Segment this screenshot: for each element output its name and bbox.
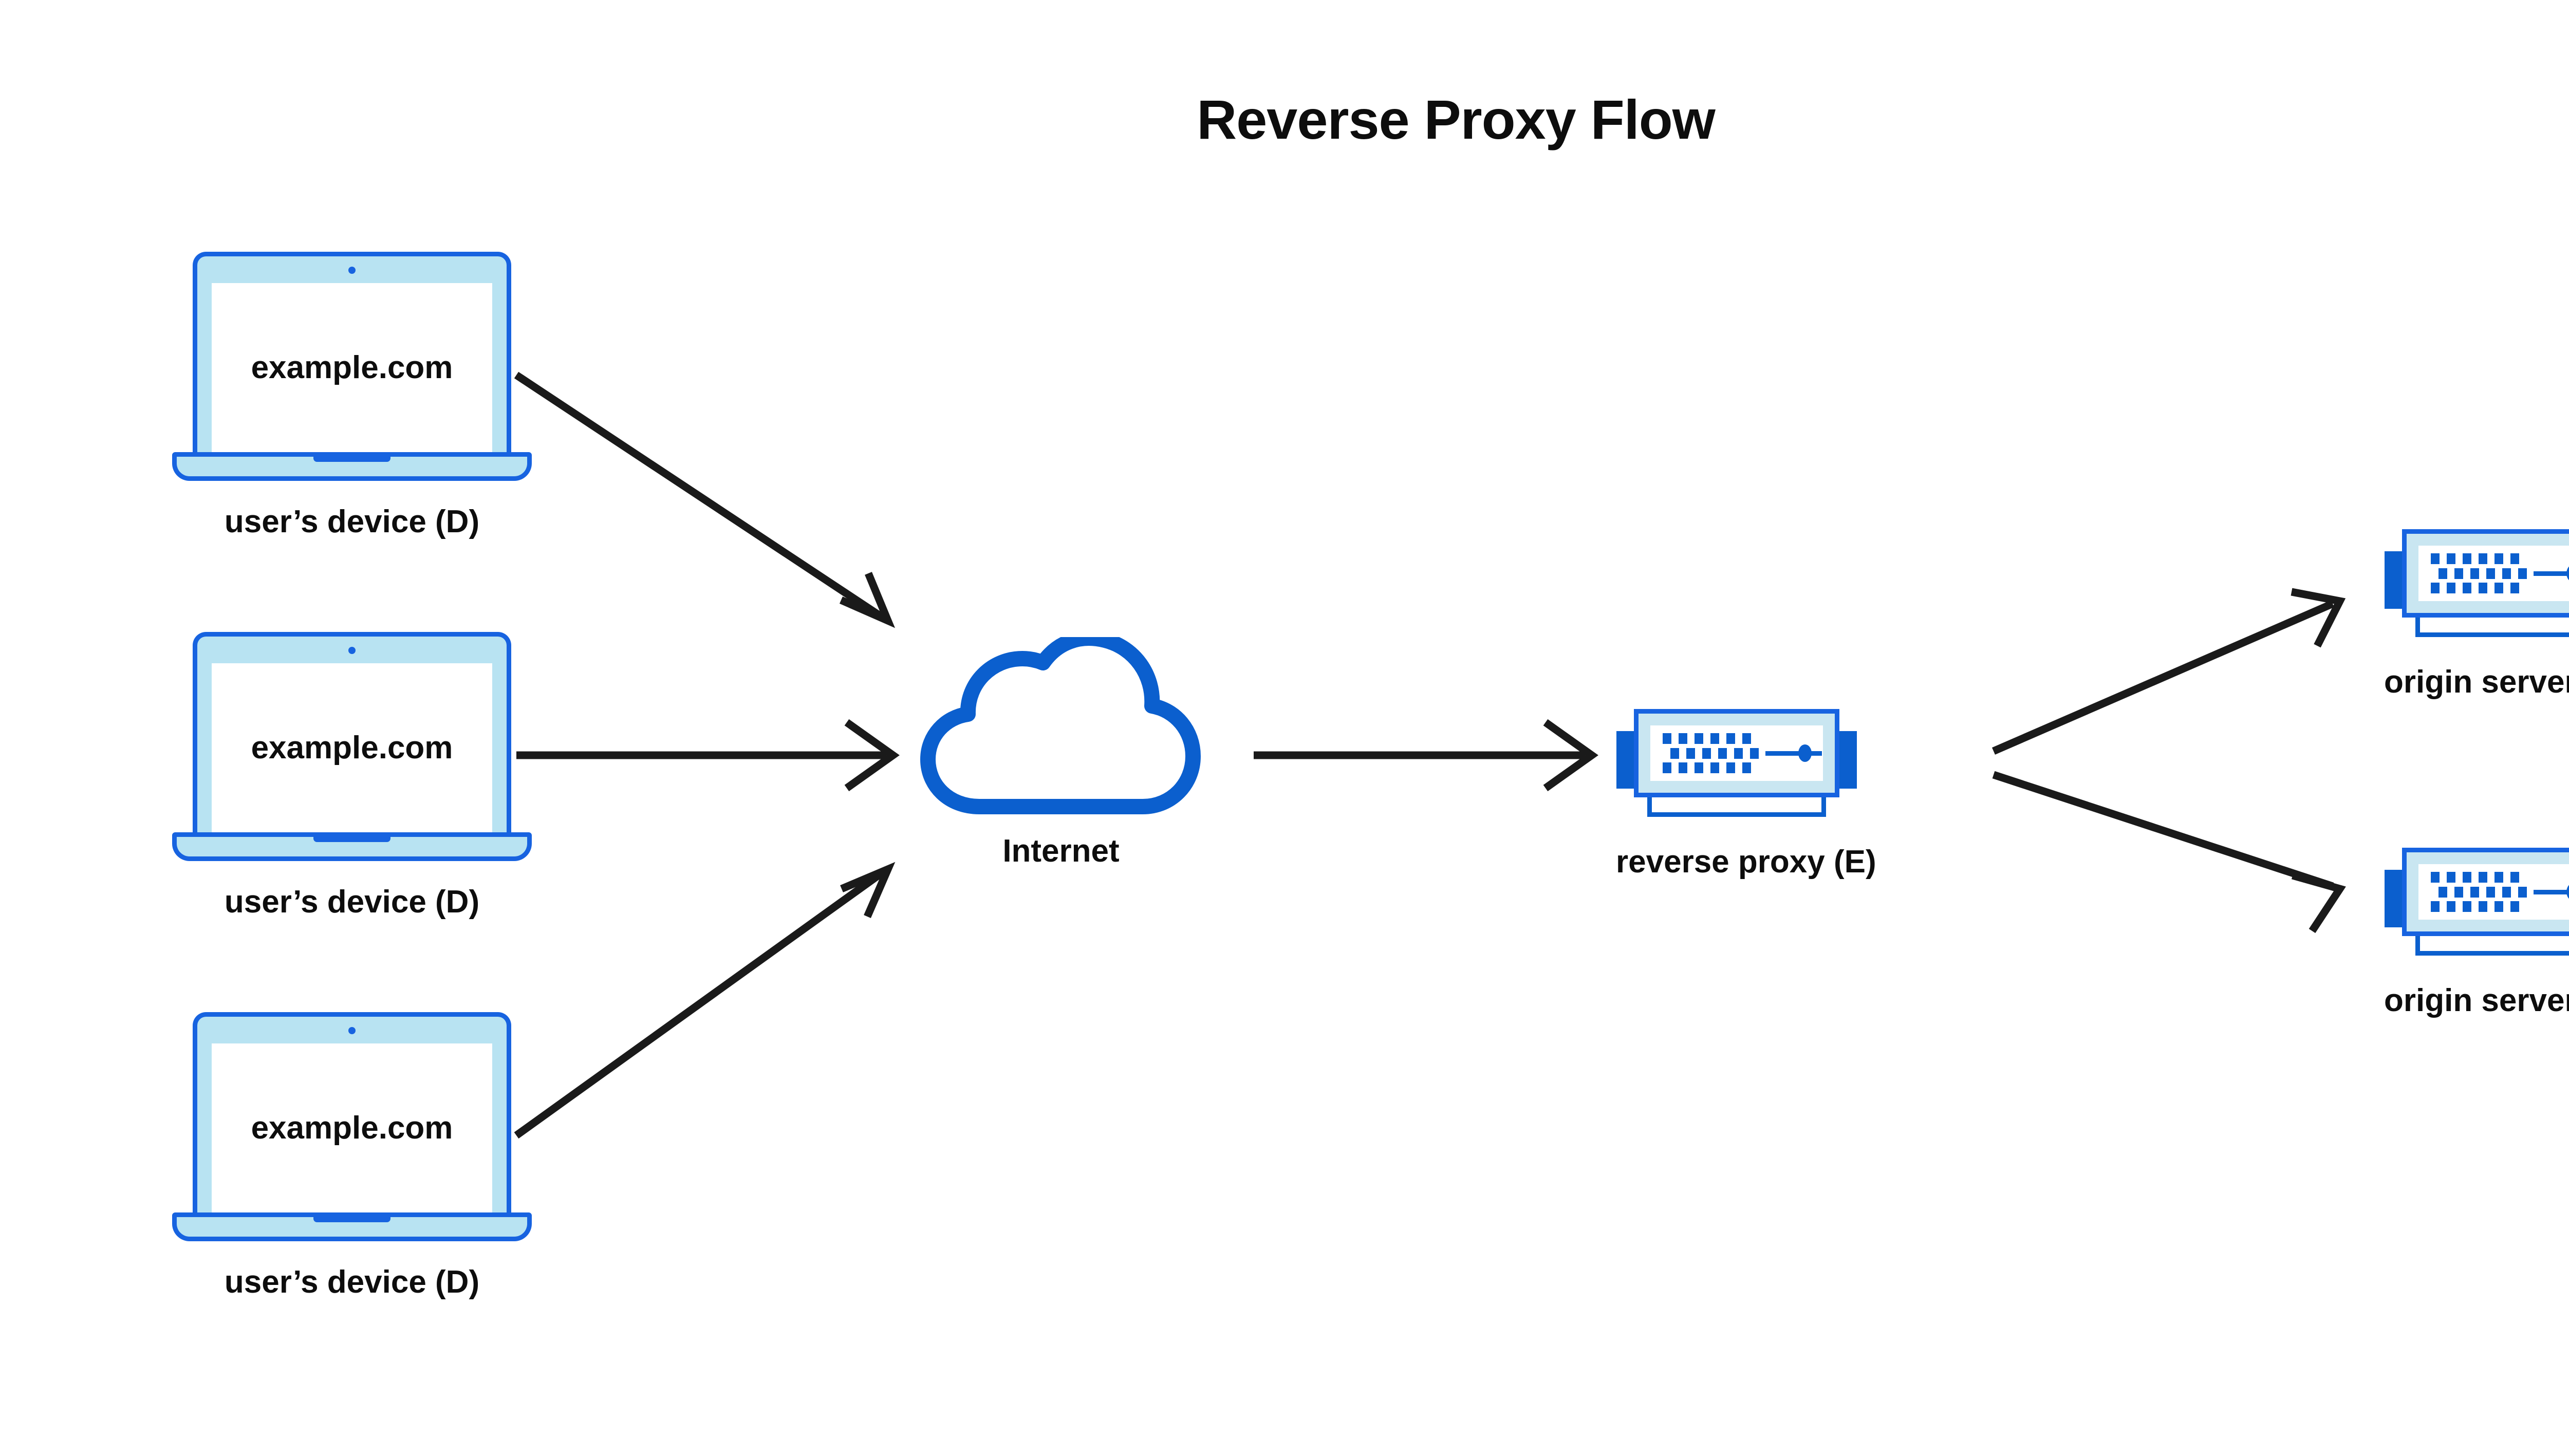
server-body	[1616, 709, 1857, 797]
server-led-icon	[1798, 744, 1812, 762]
node-label-client-2: user’s device (D)	[224, 884, 480, 920]
server-vent-dots-icon	[2431, 872, 2527, 912]
browser-url-text: example.com	[251, 1110, 453, 1146]
laptop-icon: example.com	[172, 632, 532, 861]
server-vent-dots-icon	[2431, 553, 2527, 593]
laptop-base	[172, 452, 532, 481]
edge-client1-internet	[514, 371, 896, 628]
laptop-lid: example.com	[193, 1012, 511, 1212]
node-label-client-1: user’s device (D)	[224, 504, 480, 539]
laptop-screen: example.com	[212, 663, 492, 832]
node-label-reverse-proxy: reverse proxy (E)	[1616, 844, 1876, 880]
page-title: Reverse Proxy Flow	[1197, 88, 1715, 151]
server-led-icon	[2566, 565, 2569, 582]
server-vent-dots-icon	[1663, 733, 1759, 773]
laptop-screen: example.com	[212, 283, 492, 452]
node-client-2[interactable]: example.com user’s device (D)	[172, 632, 532, 920]
server-panel	[2418, 546, 2569, 601]
laptop-notch	[313, 835, 390, 842]
laptop-base	[172, 832, 532, 861]
server-icon	[2384, 529, 2569, 637]
node-internet[interactable]: Internet	[915, 630, 1207, 869]
server-body	[2385, 848, 2569, 936]
node-origin-2[interactable]: origin server (F)	[2384, 848, 2569, 1019]
server-tab-left	[1616, 731, 1634, 789]
server-led-icon	[2566, 883, 2569, 901]
node-label-origin-2: origin server (F)	[2384, 983, 2569, 1018]
node-label-client-3: user’s device (D)	[224, 1264, 480, 1300]
server-icon	[2384, 848, 2569, 956]
server-status-line	[1765, 751, 1822, 756]
node-origin-1[interactable]: origin server (F)	[2384, 529, 2569, 700]
server-tab-right	[1839, 731, 1857, 789]
edge-client2-internet	[516, 719, 900, 792]
server-icon	[1616, 709, 1857, 817]
node-label-internet: Internet	[1002, 833, 1120, 869]
node-client-1[interactable]: example.com user’s device (D)	[172, 252, 532, 540]
camera-dot-icon	[348, 647, 356, 654]
laptop-notch	[313, 1215, 390, 1222]
server-status-line	[2534, 571, 2569, 576]
cloud-icon	[920, 630, 1201, 814]
server-body	[2385, 529, 2569, 618]
camera-dot-icon	[348, 267, 356, 274]
camera-dot-icon	[348, 1027, 356, 1034]
browser-url-text: example.com	[251, 350, 453, 385]
server-shelf	[2415, 936, 2569, 956]
edge-client3-internet	[514, 862, 896, 1139]
browser-url-text: example.com	[251, 730, 453, 766]
server-tab-left	[2385, 870, 2402, 927]
laptop-base	[172, 1212, 532, 1241]
node-client-3[interactable]: example.com user’s device (D)	[172, 1012, 532, 1300]
laptop-screen: example.com	[212, 1043, 492, 1212]
server-shelf	[1647, 797, 1826, 817]
edge-internet-proxy	[1254, 719, 1598, 792]
edge-proxy-origin2-upper	[1992, 588, 2346, 755]
laptop-icon: example.com	[172, 252, 532, 481]
laptop-lid: example.com	[193, 632, 511, 832]
node-label-origin-1: origin server (F)	[2384, 664, 2569, 700]
laptop-icon: example.com	[172, 1012, 532, 1241]
edge-proxy-origin2-lower	[1992, 771, 2346, 934]
laptop-lid: example.com	[193, 252, 511, 452]
server-shelf	[2415, 618, 2569, 637]
server-status-line	[2534, 890, 2569, 894]
server-tab-left	[2385, 551, 2402, 609]
server-panel	[2418, 864, 2569, 920]
server-panel	[1650, 725, 1823, 781]
laptop-notch	[313, 455, 390, 462]
node-reverse-proxy[interactable]: reverse proxy (E)	[1616, 709, 1876, 880]
